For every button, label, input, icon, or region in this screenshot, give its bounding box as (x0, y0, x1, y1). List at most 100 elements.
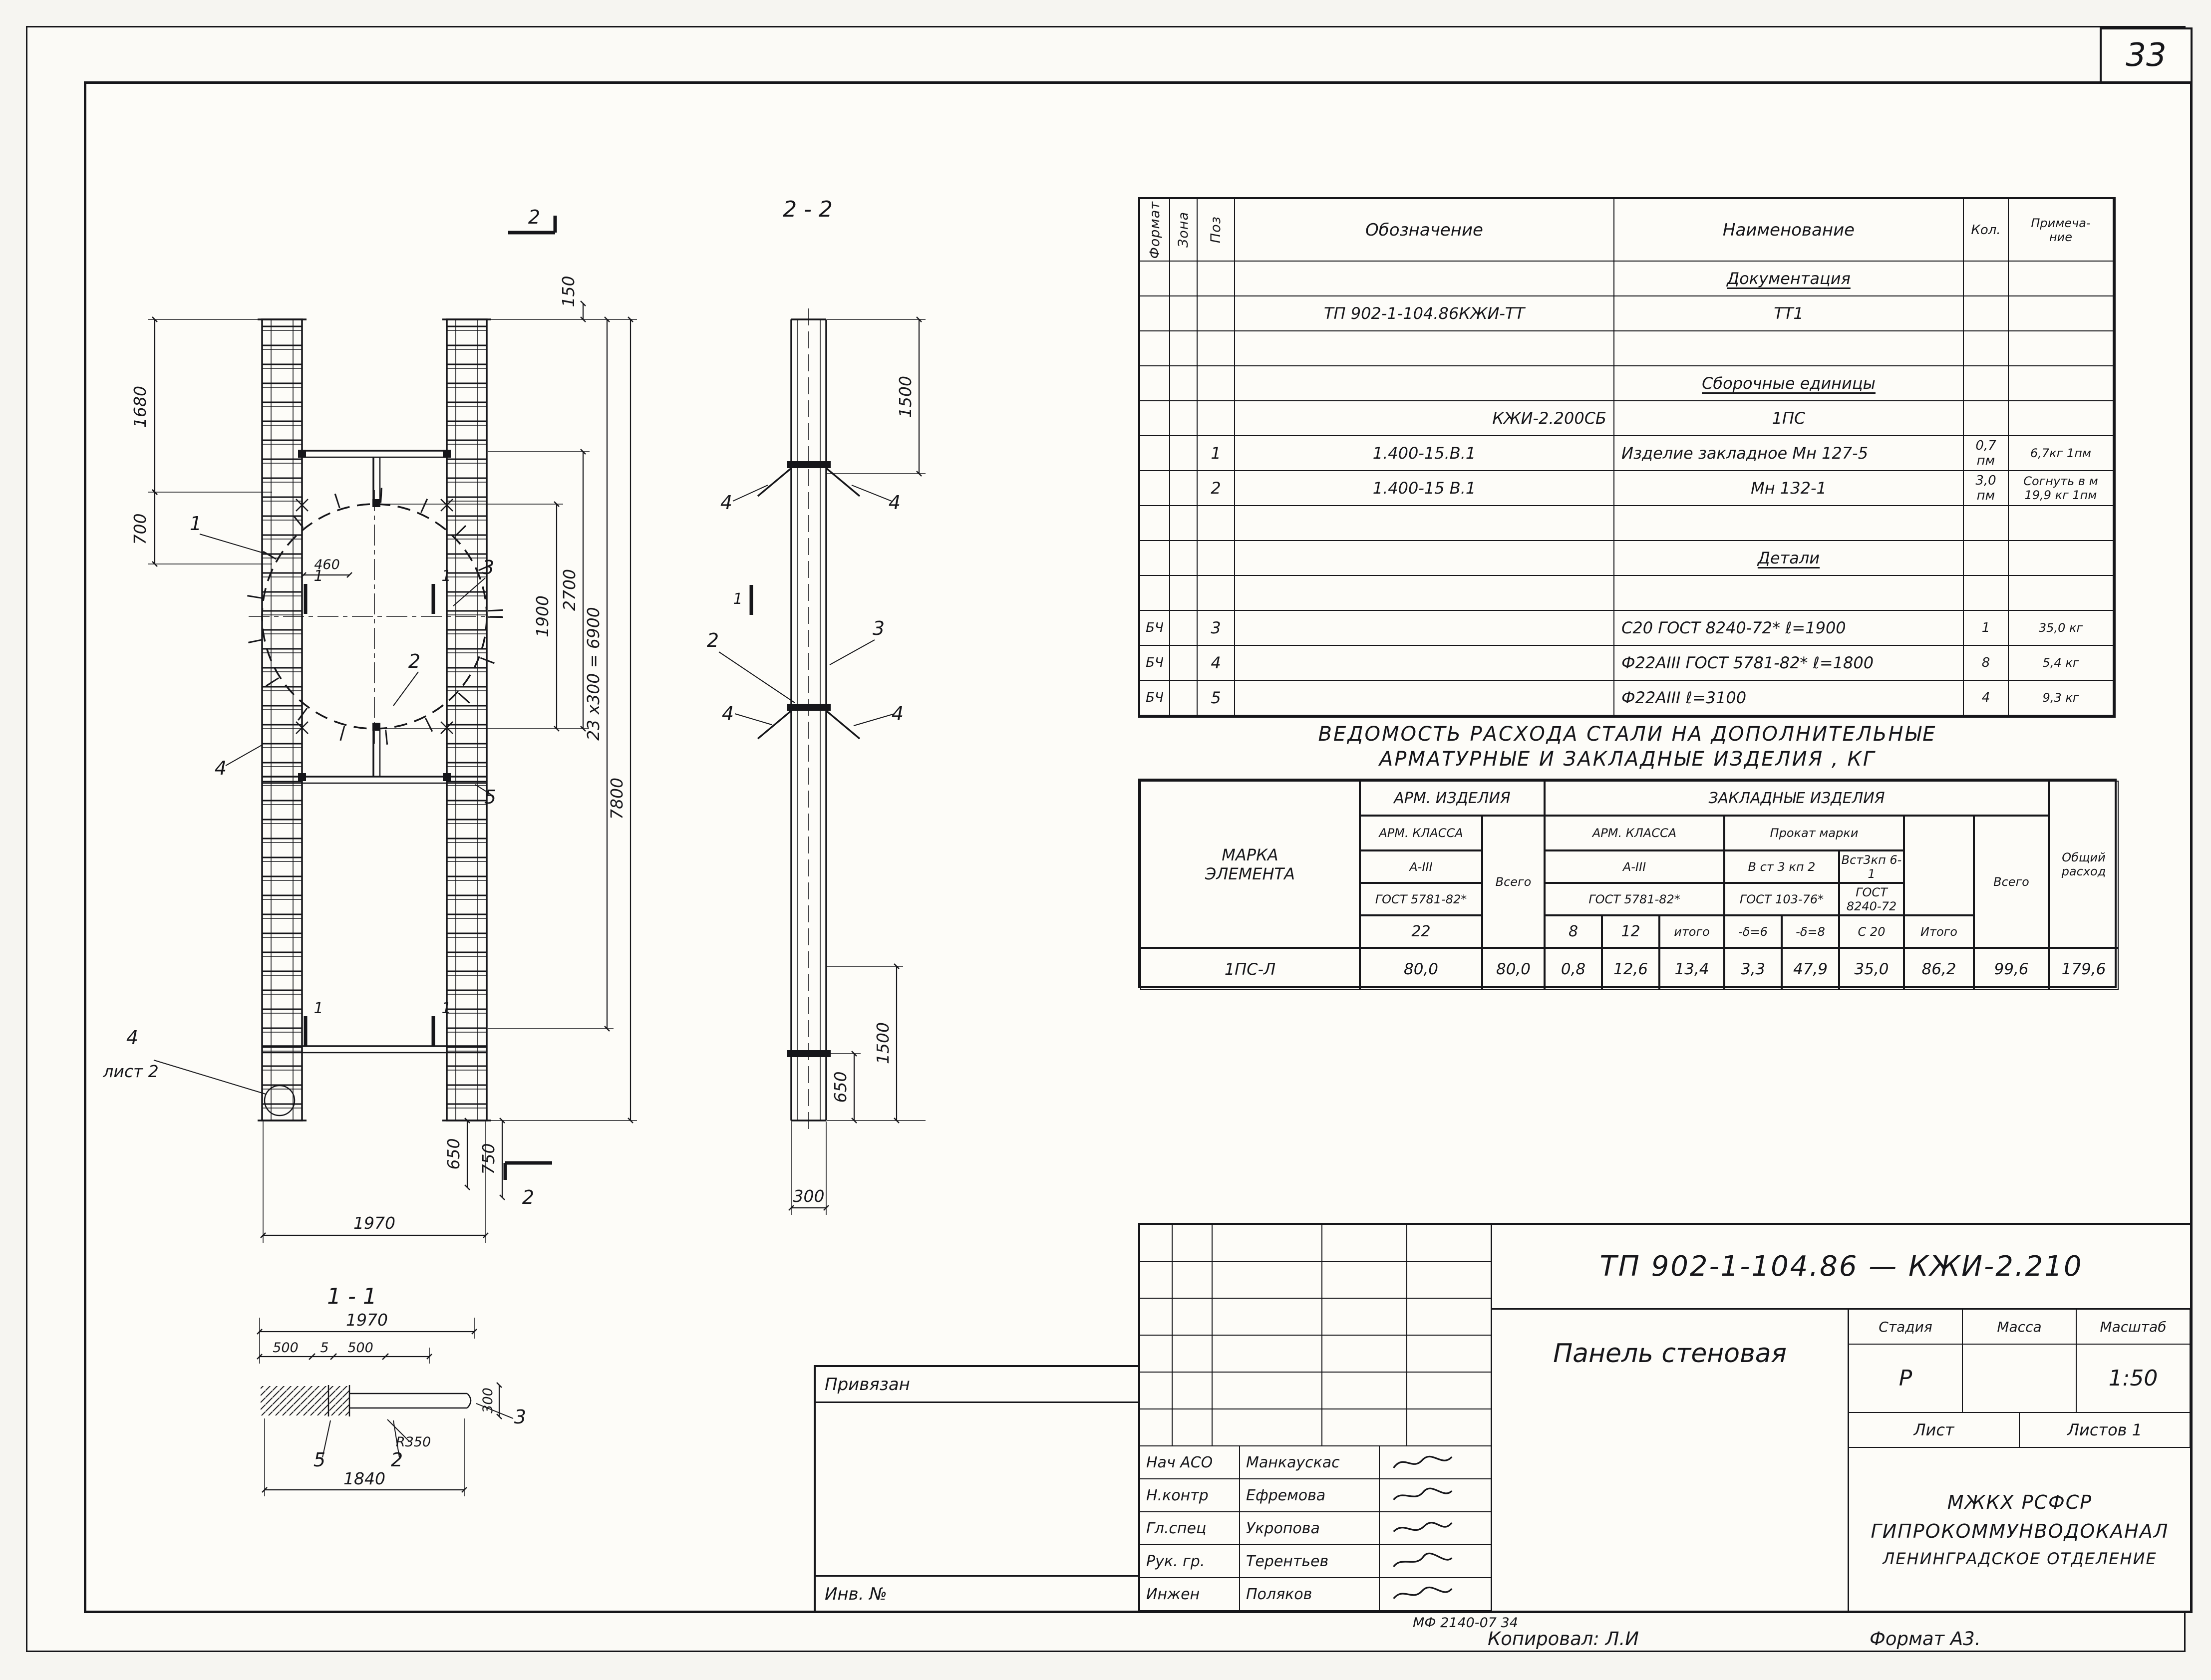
spec-cell: Ф22АIII ГОСТ 5781-82* ℓ=1800 (1614, 646, 1964, 681)
signature-name: Укропова (1240, 1512, 1380, 1545)
revision-cell (1213, 1299, 1322, 1336)
signature-scribble (1393, 1586, 1453, 1599)
signature-scribble (1393, 1552, 1453, 1568)
spec-cell: 1.400-15.В.1 (1235, 436, 1614, 471)
col-header-zone: Зона (1176, 212, 1191, 248)
spec-cell: БЧ (1140, 681, 1170, 716)
signature-name: Терентьев (1240, 1545, 1380, 1578)
ved-header-c20: С 20 (1839, 915, 1904, 948)
spec-cell (1198, 576, 1235, 611)
revision-cell (1173, 1336, 1213, 1373)
signature-scribble (1393, 1455, 1453, 1468)
revision-cell (1322, 1373, 1407, 1409)
scale-value: 1:50 (2077, 1345, 2191, 1413)
spec-cell: Детали (1614, 541, 1964, 576)
spec-cell: 3,0 пм (1964, 471, 2009, 506)
spec-cell (1170, 576, 1198, 611)
spec-cell (1170, 681, 1198, 716)
revision-cell (1407, 1373, 1492, 1409)
revision-cell (1173, 1225, 1213, 1262)
spec-cell: 8 (1964, 646, 2009, 681)
col-header-name: Наименование (1614, 199, 1964, 262)
ved-header-subtotal: итого (1659, 915, 1724, 948)
ved-header-rolled: Прокат марки (1724, 816, 1904, 850)
spec-cell: 1.400-15 В.1 (1235, 471, 1614, 506)
steel-consumption-table: МАРКА ЭЛЕМЕНТА АРМ. ИЗДЕЛИЯ ЗАКЛАДНЫЕ ИЗ… (1138, 779, 2119, 990)
ved-header-gost5781: ГОСТ 5781-82* (1360, 883, 1482, 915)
ved-value: 179,6 (2049, 948, 2119, 990)
ved-header-s8: -δ=8 (1782, 915, 1839, 948)
page-number: 33 (2100, 27, 2193, 83)
spec-cell (1235, 262, 1614, 296)
signature-rows: Нач АСО Манкаускас Н.контр Ефремова Гл.с… (1140, 1446, 1492, 1611)
spec-cell (1964, 262, 2009, 296)
spec-cell: Документация (1614, 262, 1964, 296)
spec-cell: 1ПС (1614, 401, 1964, 436)
spec-cell: БЧ (1140, 611, 1170, 646)
spec-cell (1235, 681, 1614, 716)
spec-cell (1140, 471, 1170, 506)
spec-cell: 3 (1198, 611, 1235, 646)
ved-header-d12: 12 (1602, 915, 1659, 948)
spec-cell: КЖИ-2.200СБ (1235, 401, 1614, 436)
spec-cell (1140, 262, 1170, 296)
spec-cell (1964, 576, 2009, 611)
spec-cell: 2 (1198, 471, 1235, 506)
spec-cell (1235, 646, 1614, 681)
stage-value: Р (1849, 1345, 1963, 1413)
ved-header-arm-group: АРМ. ИЗДЕЛИЯ (1360, 781, 1545, 816)
spec-cell (1964, 296, 2009, 331)
ved-header-mark: МАРКА ЭЛЕМЕНТА (1140, 781, 1360, 948)
ved-header-arm-class: АРМ. КЛАССА (1360, 816, 1482, 850)
ved-header-d8: 8 (1545, 915, 1602, 948)
ved-header-vst3kp61: Вст3кп 6-1 (1839, 850, 1904, 883)
revision-cell (1173, 1409, 1213, 1446)
stamp-note: МФ 2140-07 34 (1413, 1615, 1518, 1631)
ved-header-emb-group: ЗАКЛАДНЫЕ ИЗДЕЛИЯ (1545, 781, 2049, 816)
spec-cell (2009, 262, 2114, 296)
spec-cell (1170, 541, 1198, 576)
revision-cell (1322, 1409, 1407, 1446)
spec-cell: 5 (1198, 681, 1235, 716)
revision-cell (1173, 1299, 1213, 1336)
ved-header-grand: Общий расход (2049, 781, 2119, 948)
signature-role: Н.контр (1140, 1479, 1240, 1512)
signature-role: Гл.спец (1140, 1512, 1240, 1545)
ved-header-empty (1904, 816, 1974, 915)
spec-cell (1198, 331, 1235, 366)
ved-header-arm-total: Всего (1482, 816, 1545, 948)
spec-cell (2009, 506, 2114, 541)
org-line1: МЖКХ РСФСР (1947, 1491, 2093, 1513)
revision-cell (1173, 1262, 1213, 1299)
binding-empty-area (816, 1403, 1138, 1575)
revision-cell (1140, 1373, 1173, 1409)
ved-row-mark: 1ПС-Л (1140, 948, 1360, 990)
spec-cell (1235, 331, 1614, 366)
signature-role: Рук. гр. (1140, 1545, 1240, 1578)
spec-cell (1170, 366, 1198, 401)
ved-header-d22: 22 (1360, 915, 1482, 948)
spec-header-cell: Формат (1140, 199, 1170, 262)
spec-cell (1140, 331, 1170, 366)
ved-value: 13,4 (1659, 948, 1724, 990)
title-block-right: ТП 902-1-104.86 — КЖИ-2.210 Панель стено… (1492, 1225, 2191, 1611)
revision-cell (1322, 1299, 1407, 1336)
binding-label: Привязан (816, 1367, 1138, 1403)
col-header-pos: Поз (1208, 216, 1224, 244)
spec-cell (1964, 541, 2009, 576)
spec-cell (1614, 506, 1964, 541)
signature-name: Манкаускас (1240, 1446, 1380, 1479)
col-header-designation: Обозначение (1235, 199, 1614, 262)
revision-cell (1407, 1225, 1492, 1262)
specification-table: Формат Зона Поз Обозначение Наименование… (1138, 197, 2116, 718)
spec-cell (1198, 506, 1235, 541)
spec-cell (1140, 436, 1170, 471)
ved-value: 80,0 (1360, 948, 1482, 990)
ved-header-a3: А-III (1545, 850, 1724, 883)
spec-cell (1614, 576, 1964, 611)
signature-cell (1380, 1545, 1492, 1578)
revision-cell (1173, 1373, 1213, 1409)
spec-cell (1235, 366, 1614, 401)
spec-cell (2009, 576, 2114, 611)
spec-cell (2009, 541, 2114, 576)
